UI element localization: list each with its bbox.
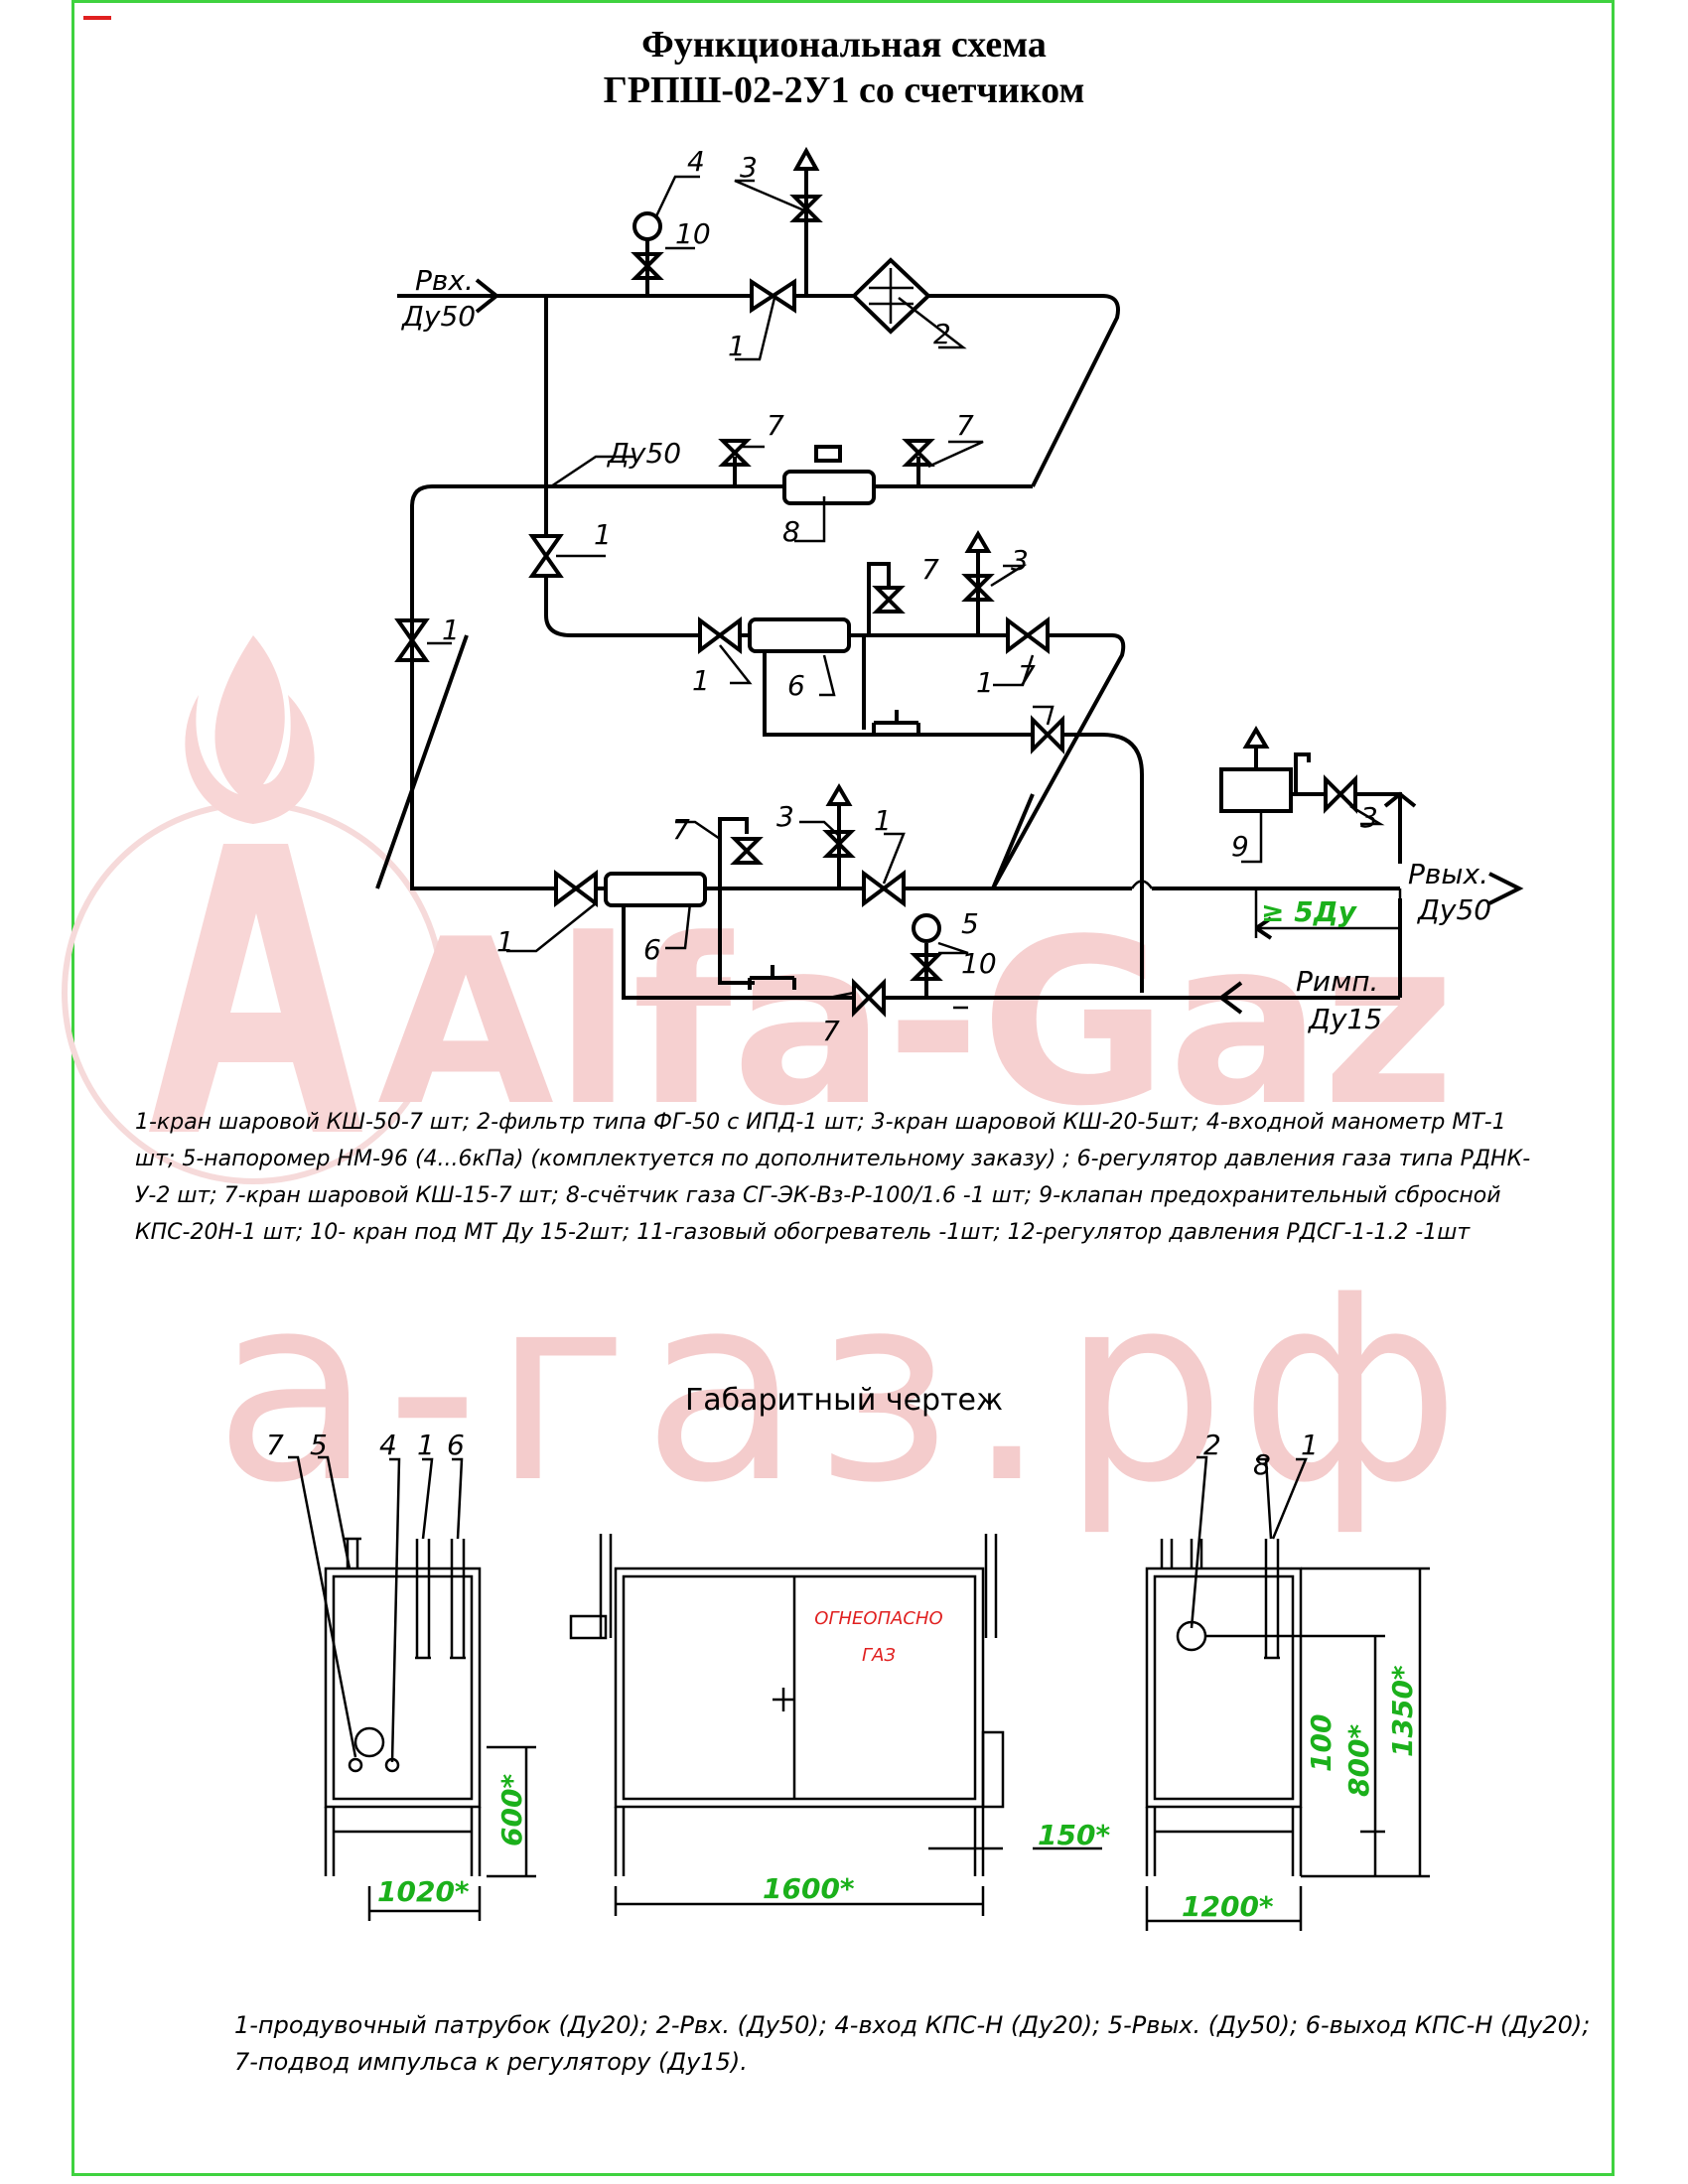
impulse-dn-label: Ду15 [1307, 1003, 1382, 1035]
dim-left-height: 600* [495, 1774, 528, 1846]
dim-leg: 150* [1038, 1819, 1110, 1851]
valve-7-upper [872, 586, 906, 614]
counter-8 [782, 470, 876, 505]
label-1-trunk: 1 [594, 518, 612, 551]
dim-front-width: 1600* [763, 1872, 855, 1905]
label-3-upper: 3 [1011, 544, 1029, 577]
inlet-pressure-label: Рвх. [415, 264, 474, 297]
label-1-left: 1 [442, 614, 460, 646]
label-7-a: 7 [767, 409, 784, 442]
inlet-dn-label: Ду50 [400, 300, 476, 333]
label-9: 9 [1231, 830, 1249, 863]
inlet-arrow [475, 278, 500, 314]
callout-left-3: 4 [379, 1429, 397, 1461]
label-6-lower: 6 [643, 933, 661, 966]
valve-7-b [902, 439, 935, 486]
label-7-lower: 7 [672, 813, 690, 846]
dim-h1: 100 [1305, 1714, 1337, 1772]
valve-1-reg1-out [1006, 616, 1050, 654]
dim-h2: 800* [1342, 1724, 1375, 1797]
label-10-top: 10 [675, 217, 711, 250]
watermark-site: а-газ.рф [213, 1240, 1475, 1540]
label-7-upper: 7 [921, 553, 939, 586]
callout-left-2: 5 [310, 1429, 328, 1461]
dim-right-width: 1200* [1182, 1890, 1274, 1923]
corner-mark [83, 16, 111, 20]
callout-right-2: 8 [1253, 1448, 1271, 1481]
callout-left-4: 1 [417, 1429, 435, 1461]
label-3-top: 3 [740, 151, 758, 184]
dimensional-legend: 1-продувочный патрубок (Ду20); 2-Рвх. (Д… [234, 2011, 1591, 2076]
scheme-legend: 1-кран шаровой КШ-50-7 шт; 2-фильтр типа… [135, 1110, 1531, 1245]
outlet-pressure-label: Рвых. [1408, 858, 1488, 890]
valve-3-upper [961, 574, 995, 602]
valve-3-top [789, 195, 823, 222]
valve-1-reg2-out [862, 870, 906, 907]
regulator-6-upper [748, 617, 851, 653]
label-1-reg1-out: 1 [976, 666, 994, 699]
valve-1-left [394, 618, 430, 662]
label-1-top: 1 [728, 330, 746, 362]
label-1-reg2-out: 1 [874, 804, 892, 837]
pipe-top [928, 294, 1120, 487]
manometer-4 [633, 211, 662, 241]
door-warning-1: ОГНЕОПАСНО [814, 1608, 942, 1629]
valve-3-lower [822, 830, 856, 858]
impulse-pressure-label: Римп. [1296, 965, 1378, 998]
label-3-lower: 3 [776, 800, 794, 833]
label-4: 4 [687, 145, 705, 178]
callout-right-1: 2 [1203, 1429, 1221, 1461]
regulator-6-lower [604, 872, 707, 907]
label-10-lower: 10 [961, 947, 997, 980]
side-view-right [1145, 1455, 1430, 1931]
outlet-arrow [1390, 872, 1524, 905]
label-3-kps: 3 [1360, 801, 1378, 834]
label-2: 2 [933, 318, 951, 350]
outlet-dn-label: Ду50 [1416, 893, 1491, 926]
title-line1: Функциональная схема [641, 24, 1047, 66]
label-1-reg2-in: 1 [496, 925, 514, 958]
label-7-imp-upper: 7 [1018, 659, 1036, 692]
label-8: 8 [782, 515, 800, 548]
callout-left-1: 7 [266, 1429, 284, 1461]
dimensional-title: Габаритный чертеж [684, 1383, 1004, 1418]
valve-10-top [631, 252, 664, 280]
label-1-reg1: 1 [692, 664, 710, 697]
door-warning-2: ГАЗ [862, 1645, 896, 1666]
vent-top [792, 146, 820, 296]
dim-left-width: 1020* [377, 1875, 470, 1908]
front-view [569, 1534, 1102, 1916]
manometer-5 [912, 913, 941, 943]
label-7-imp-lower: 7 [822, 1015, 840, 1047]
counter-display [814, 445, 842, 463]
distance-label: ≥ 5Ду [1261, 895, 1358, 928]
page-frame [71, 0, 1615, 2176]
valve-10-lower [910, 953, 943, 981]
title-line2: ГРПШ-02-2У1 со счетчиком [603, 69, 1085, 111]
label-6-upper: 6 [787, 669, 805, 702]
valve-3-kps [1324, 774, 1357, 814]
valve-7-imp-upper [1031, 715, 1064, 754]
callout-left-5: 6 [447, 1429, 465, 1461]
pipe-impulse [884, 981, 1400, 1015]
safety-valve-9 [1219, 767, 1293, 813]
valve-1-reg2-in [554, 870, 598, 907]
pipe-dn-label: Ду50 [606, 437, 681, 470]
valve-7-imp-lower [852, 978, 886, 1018]
page-title: Функциональная схема ГРПШ-02-2У1 со счет… [0, 22, 1688, 113]
label-7-b: 7 [956, 409, 974, 442]
dim-h3: 1350* [1386, 1665, 1419, 1757]
callout-right-3: 1 [1301, 1429, 1319, 1461]
valve-7-lower [730, 837, 764, 865]
filter-body [851, 257, 931, 335]
label-5: 5 [961, 907, 979, 940]
valve-7-a [718, 439, 752, 486]
valve-1-trunk [528, 534, 564, 578]
side-view-left [288, 1455, 536, 1921]
valve-top [750, 278, 796, 314]
valve-1-reg1-in [698, 616, 742, 654]
